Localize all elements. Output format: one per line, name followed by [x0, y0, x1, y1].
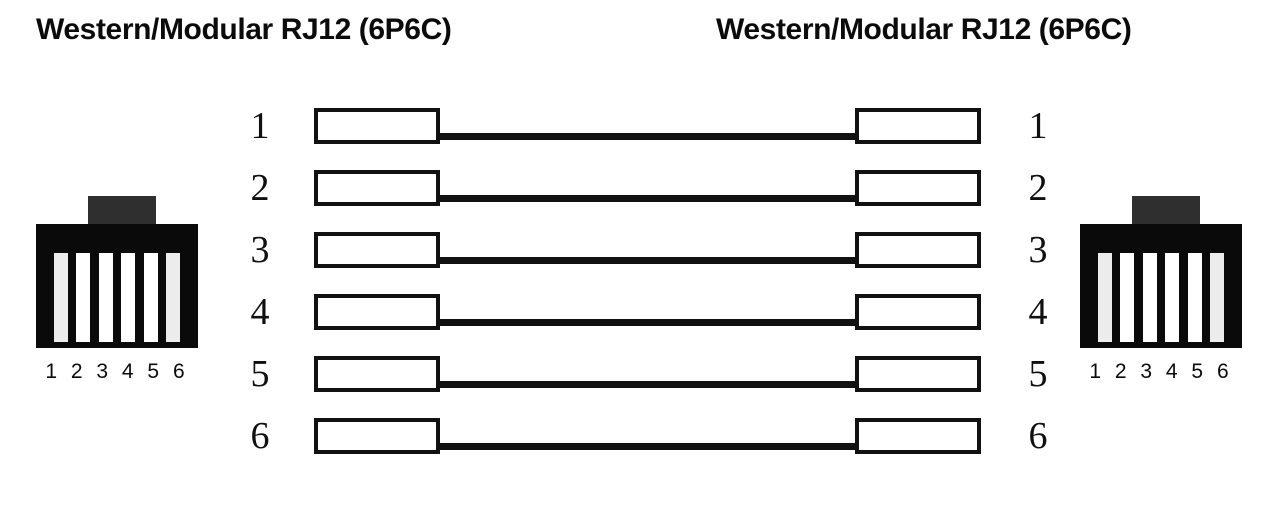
right-pin-terminal	[855, 170, 981, 206]
connector-pin-5	[143, 253, 158, 342]
left-pin-number: 2	[250, 167, 270, 209]
right-pin-number: 3	[1028, 229, 1048, 271]
right-pin-terminal	[855, 294, 981, 330]
connector-pin-1	[54, 253, 68, 342]
connection-wire	[438, 443, 857, 450]
connector-pin-contacts	[1098, 253, 1224, 342]
connector-latch-tab-icon	[1132, 196, 1200, 226]
connection-wire	[438, 133, 857, 140]
left-pin-terminal	[314, 356, 440, 392]
left-pin-terminal	[314, 232, 440, 268]
connection-wire	[438, 319, 857, 326]
left-pin-number: 1	[250, 105, 270, 147]
left-pin-number: 4	[250, 291, 270, 333]
right-pin-number: 6	[1028, 415, 1048, 457]
connector-latch-tab-icon	[88, 196, 156, 226]
left-connector-pin-labels: 1 2 3 4 5 6	[45, 360, 189, 383]
right-pin-number: 5	[1028, 353, 1048, 395]
left-pin-terminal	[314, 170, 440, 206]
right-connector-title: Western/Modular RJ12 (6P6C)	[716, 13, 1132, 46]
left-pin-terminal	[314, 108, 440, 144]
connector-pin-6	[165, 253, 180, 342]
left-pin-number: 6	[250, 415, 270, 457]
left-pin-terminal	[314, 294, 440, 330]
left-rj12-connector: 1 2 3 4 5 6	[18, 196, 218, 396]
connector-pin-2	[1120, 253, 1135, 342]
left-connector-title: Western/Modular RJ12 (6P6C)	[36, 13, 452, 46]
connector-pin-2	[76, 253, 91, 342]
left-pin-terminal	[314, 418, 440, 454]
right-pin-number: 2	[1028, 167, 1048, 209]
connector-pin-3	[98, 253, 113, 342]
connector-pin-5	[1187, 253, 1202, 342]
connector-pin-6	[1209, 253, 1224, 342]
left-pin-number: 5	[250, 353, 270, 395]
left-pin-number: 3	[250, 229, 270, 271]
connector-pin-contacts	[54, 253, 180, 342]
right-rj12-connector: 1 2 3 4 5 6	[1062, 196, 1262, 396]
right-pin-terminal	[855, 418, 981, 454]
connection-wire	[438, 257, 857, 264]
right-pin-terminal	[855, 232, 981, 268]
right-pin-terminal	[855, 356, 981, 392]
right-pin-number: 4	[1028, 291, 1048, 333]
connector-pin-1	[1098, 253, 1112, 342]
right-pin-terminal	[855, 108, 981, 144]
right-connector-pin-labels: 1 2 3 4 5 6	[1089, 360, 1233, 383]
connection-wire	[438, 195, 857, 202]
connector-pin-4	[1165, 253, 1180, 342]
connection-wire	[438, 381, 857, 388]
connector-pin-4	[121, 253, 136, 342]
connector-pin-3	[1142, 253, 1157, 342]
right-pin-number: 1	[1028, 105, 1048, 147]
